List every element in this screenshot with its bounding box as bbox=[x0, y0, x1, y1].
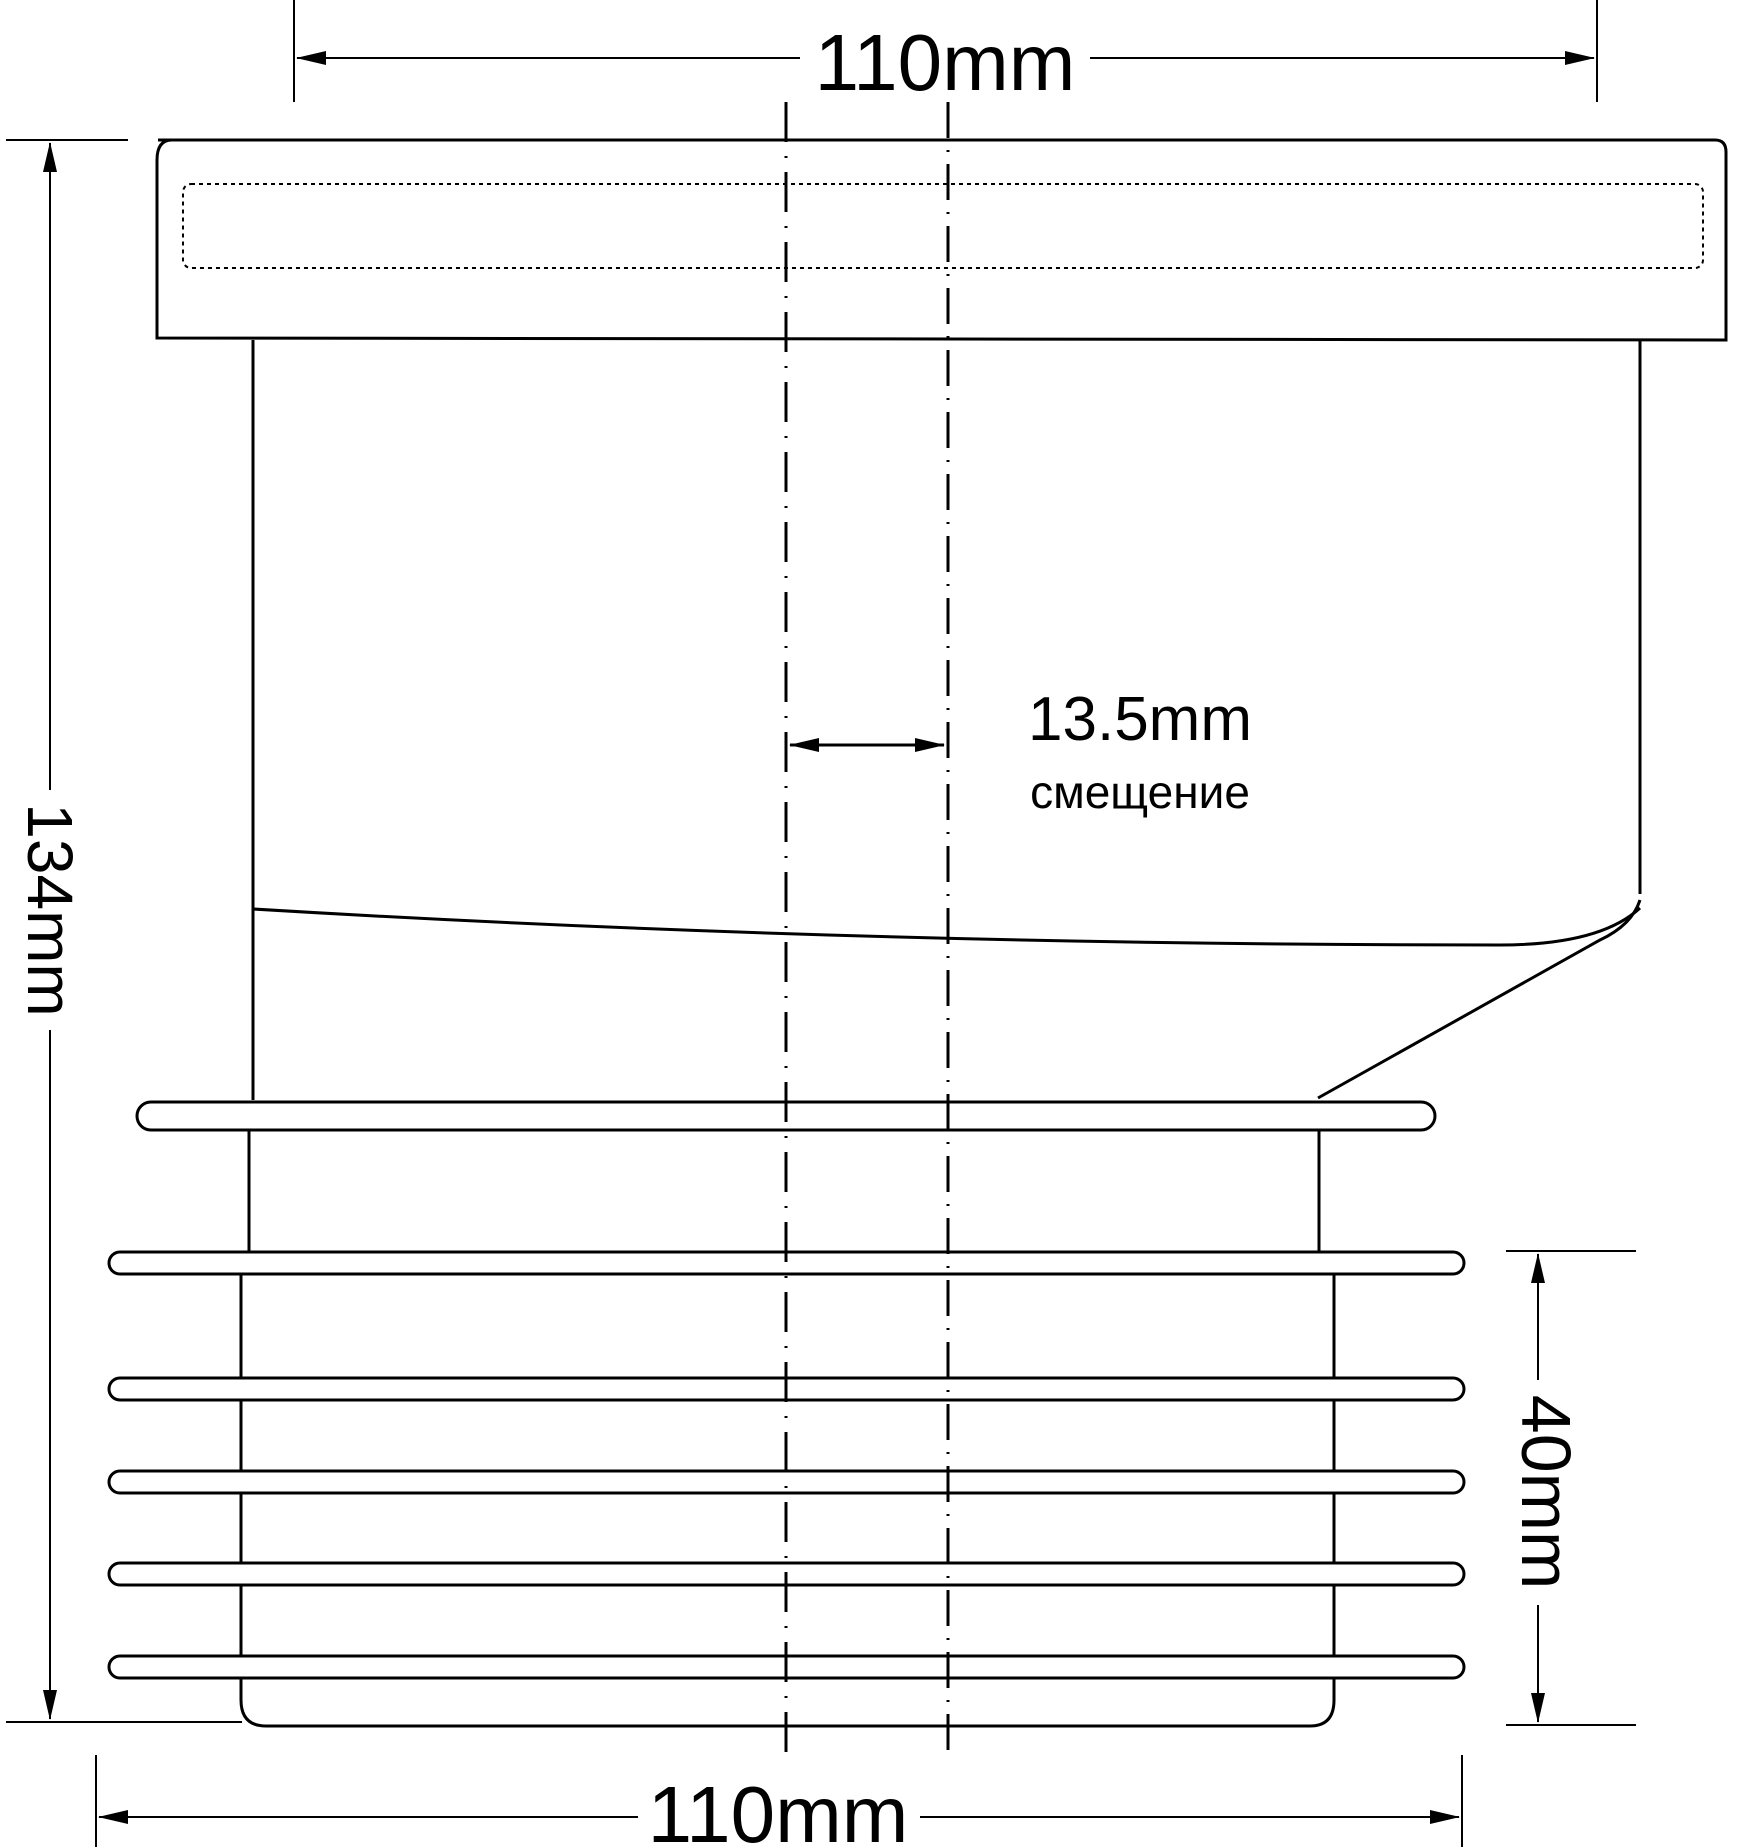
socket-length-dimension: 40mm bbox=[1506, 1250, 1636, 1726]
seal-groove bbox=[182, 183, 1704, 269]
bottom-width-label: 110mm bbox=[648, 1770, 909, 1847]
pipe-body bbox=[155, 138, 1728, 1728]
ring-4 bbox=[107, 1469, 1466, 1495]
offset-caption: смещение bbox=[1030, 766, 1250, 818]
socket-length-label: 40mm bbox=[1507, 1395, 1585, 1589]
sealing-rings bbox=[107, 1100, 1466, 1680]
top-width-label: 110mm bbox=[815, 18, 1076, 107]
socket-body bbox=[239, 1274, 1336, 1728]
top-collar bbox=[155, 138, 1728, 342]
offset-slant-edge bbox=[1317, 899, 1642, 1100]
offset-value-label: 13.5mm bbox=[1028, 685, 1252, 754]
offset-dimension: 13.5mm смещение bbox=[789, 685, 1252, 818]
center-lines bbox=[784, 102, 950, 1755]
total-height-dimension: 134mm bbox=[6, 139, 242, 1723]
bottom-width-dimension: 110mm bbox=[95, 1755, 1463, 1847]
total-height-label: 134mm bbox=[14, 803, 86, 1016]
top-width-dimension: 110mm bbox=[293, 0, 1598, 107]
offset-transition-curve bbox=[252, 906, 1642, 947]
